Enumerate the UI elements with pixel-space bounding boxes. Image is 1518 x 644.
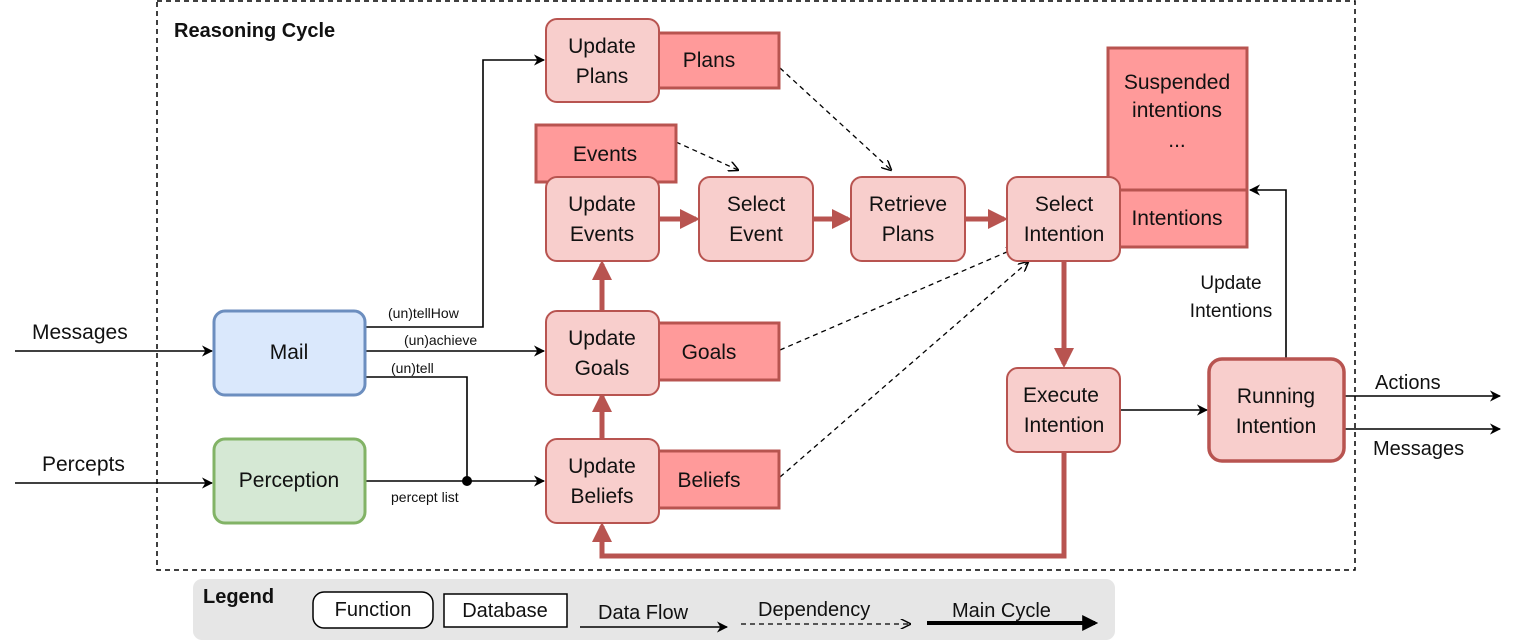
beliefs-db [650,449,781,510]
legend-title: Legend [203,586,274,608]
retrieve-plans-node [850,176,966,262]
dependency-lines [675,67,1028,478]
update-beliefs-node [545,438,660,524]
goals-to-select-intention-dep [779,248,1016,351]
perception-label: Perception [239,469,339,492]
suspended-label-2: intentions [1132,99,1222,122]
percept-list-label: percept list [391,489,459,505]
update-events-label-1: Update [568,193,636,216]
events-to-select-dep [675,141,738,170]
beliefs-to-select-intention-dep [779,262,1028,478]
legend-database-label: Database [462,600,548,622]
select-event-label-1: Select [727,193,786,216]
intentions-db-label: Intentions [1131,207,1222,230]
execute-intention-label-1: Execute [1023,384,1099,407]
mail-label: Mail [270,341,309,364]
databases [534,31,1249,510]
execute-to-beliefs [592,453,1067,559]
main-cycle [592,209,1074,559]
update-goals-label-2: Goals [575,357,630,380]
legend-function-label: Function [335,599,412,621]
legend-data-flow-label: Data Flow [598,602,689,624]
suspended-label-1: Suspended [1124,71,1230,94]
select-intention-label-1: Select [1035,193,1094,216]
running-intention-label-2: Intention [1236,415,1317,438]
events-db-label: Events [573,143,637,166]
percepts-in-label: Percepts [42,453,125,476]
running-intention-label-1: Running [1237,385,1315,408]
retrieve-plans-label-1: Retrieve [869,193,947,216]
select-event-node [698,176,814,262]
mail-node [212,309,367,397]
tellhow-label: (un)tellHow [388,305,460,321]
update-plans-node [545,18,660,103]
legend-dependency-label: Dependency [758,599,870,621]
achieve-label: (un)achieve [404,332,477,348]
plans-to-retrieve-dep [779,67,891,170]
perception-node [212,437,367,525]
tell-arrow [365,376,468,481]
retrieve-plans-label-2: Plans [882,223,935,246]
plans-db [650,31,781,90]
legend-function-swatch [312,591,434,629]
goals-db [650,321,781,382]
update-plans-label-2: Plans [576,65,629,88]
legend-database-swatch [443,593,568,628]
intentions-db [1106,188,1249,249]
select-intention-node [1006,176,1121,262]
legend-main-cycle-label: Main Cycle [952,600,1051,622]
update-plans-label-1: Update [568,35,636,58]
reasoning-cycle-frame [156,0,1356,571]
update-intentions-arrow [1248,184,1287,358]
update-goals-label-1: Update [568,327,636,350]
update-intentions-label-1: Update [1200,273,1261,294]
reasoning-cycle-title: Reasoning Cycle [174,20,335,42]
junction-dot [462,476,472,486]
update-goals-node [545,310,660,396]
select-intention-label-2: Intention [1024,223,1105,246]
update-beliefs-label-2: Beliefs [570,485,633,508]
beliefs-db-label: Beliefs [677,469,740,492]
legend: Legend Function Database Data Flow Depen… [193,579,1115,640]
plans-db-label: Plans [683,49,736,72]
execute-intention-node [1006,367,1121,453]
update-events-node [545,176,660,262]
execute-intention-label-2: Intention [1024,414,1105,437]
messages-out-label: Messages [1373,438,1464,460]
running-intention-node [1207,357,1346,463]
messages-in-label: Messages [32,321,128,344]
functions [212,18,1346,525]
goals-db-label: Goals [682,341,737,364]
update-intentions-label-2: Intentions [1190,301,1272,322]
suspended-label-3: ... [1168,129,1186,152]
tellhow-arrow [365,54,546,328]
actions-out-label: Actions [1375,372,1441,394]
select-event-label-2: Event [729,223,783,246]
suspended-intentions-db [1106,46,1249,192]
tell-label: (un)tell [391,360,434,376]
update-events-label-2: Events [570,223,634,246]
update-beliefs-label-1: Update [568,455,636,478]
